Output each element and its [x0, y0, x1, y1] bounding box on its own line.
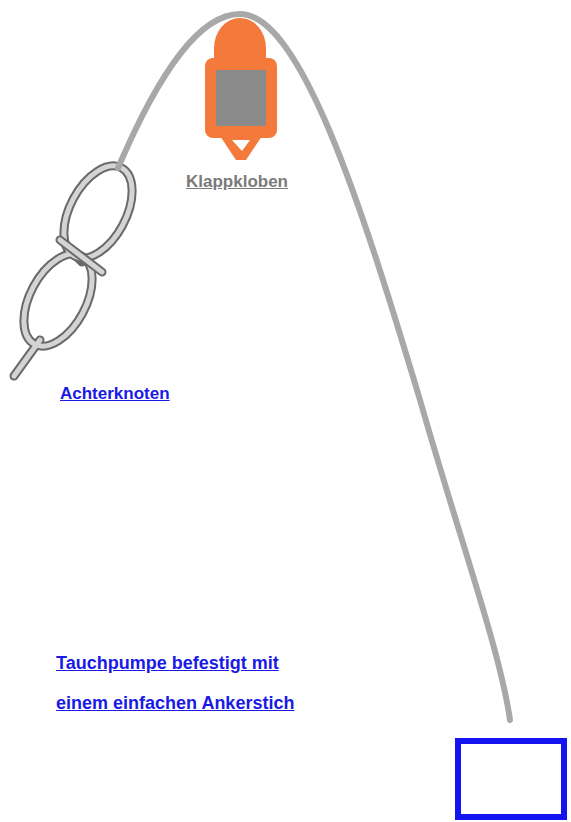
- pump-box: [458, 741, 564, 817]
- label-holder: Klappkloben: [186, 172, 326, 192]
- part-label: Klappkloben: [186, 172, 326, 192]
- part-label: Achterknoten: [60, 384, 230, 404]
- pulley-eye: [232, 140, 250, 151]
- pulley-cap: [214, 18, 266, 60]
- pulley-hook: [220, 136, 262, 160]
- knot-symbol: [10, 155, 146, 376]
- pulley-symbol: [205, 18, 277, 160]
- label-holder: Tauchpumpe befestigt mit einem einfachen…: [56, 643, 306, 723]
- label-holder: Achterknoten: [60, 384, 230, 404]
- rope: [118, 14, 510, 720]
- note-label: Tauchpumpe befestigt mit einem einfachen…: [56, 643, 306, 723]
- pulley-sheave: [216, 70, 266, 126]
- pulley-body: [205, 58, 277, 138]
